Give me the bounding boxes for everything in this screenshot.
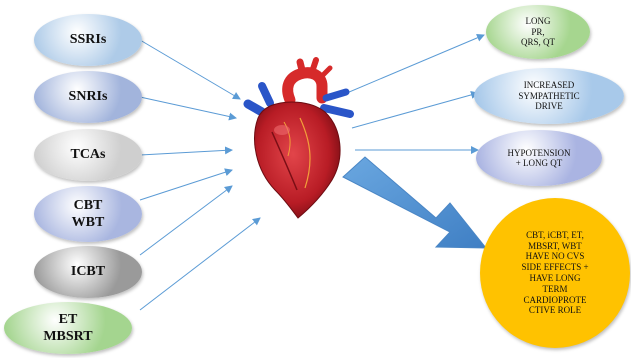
node-tcas-label: TCAs <box>70 146 105 164</box>
node-sympathetic: INCREASED SYMPATHETIC DRIVE <box>474 68 624 124</box>
arrow-icbt <box>140 186 232 255</box>
node-conclusion: CBT, iCBT, ET, MBSRT, WBT HAVE NO CVS SI… <box>480 198 630 348</box>
arrow-to-long-pr <box>335 35 484 98</box>
node-et-mbsrt: ET MBSRT <box>4 302 132 354</box>
node-ssris-label: SSRIs <box>70 31 107 49</box>
arrow-cbt-wbt <box>140 170 232 200</box>
arrow-to-sympathetic <box>352 93 478 128</box>
arrow-snris <box>140 97 236 118</box>
heart-icon <box>248 60 350 218</box>
node-hypotension: HYPOTENSION + LONG QT <box>476 130 602 186</box>
node-tcas: TCAs <box>34 129 142 181</box>
arrow-ssris <box>140 40 240 99</box>
node-ssris: SSRIs <box>34 14 142 66</box>
node-cbt-wbt-label: CBT WBT <box>72 197 105 232</box>
node-sympathetic-label: INCREASED SYMPATHETIC DRIVE <box>518 80 579 111</box>
node-long-pr-label: LONG PR, QRS, QT <box>521 16 555 47</box>
node-icbt: ICBT <box>34 246 142 298</box>
node-snris: SNRIs <box>34 71 142 123</box>
node-long-pr: LONG PR, QRS, QT <box>486 5 590 59</box>
node-et-mbsrt-label: ET MBSRT <box>43 311 92 346</box>
arrow-tcas <box>140 150 232 155</box>
node-conclusion-label: CBT, iCBT, ET, MBSRT, WBT HAVE NO CVS SI… <box>521 230 588 316</box>
node-icbt-label: ICBT <box>71 263 105 281</box>
big-arrow <box>343 157 486 248</box>
node-cbt-wbt: CBT WBT <box>34 186 142 242</box>
node-hypotension-label: HYPOTENSION + LONG QT <box>508 148 571 169</box>
arrow-et-mbsrt <box>140 218 260 310</box>
node-snris-label: SNRIs <box>69 88 108 106</box>
